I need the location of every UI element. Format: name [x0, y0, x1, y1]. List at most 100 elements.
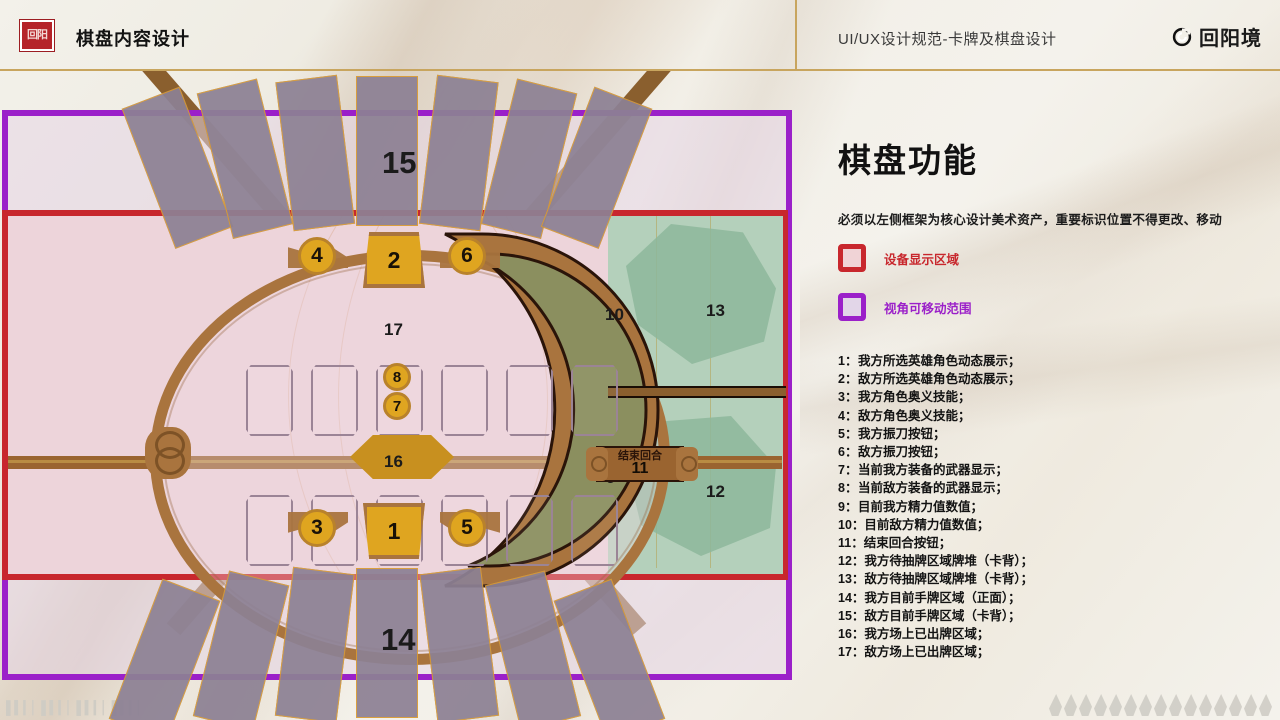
- weapon-display-lens: [350, 435, 454, 479]
- flame-decoration: [1049, 694, 1272, 716]
- card-back: [356, 76, 418, 226]
- hand-card[interactable]: [356, 568, 418, 718]
- note-index: 9：: [838, 499, 858, 514]
- note-item: 4：敌方角色奥义技能；: [838, 407, 1258, 425]
- game-board-mockup: 结束回合 11 2 1 4 6: [0, 70, 795, 720]
- enemy-hand-fan: [121, 74, 660, 249]
- note-item: 9：目前我方精力值数值；: [838, 498, 1258, 516]
- marker-16: 16: [384, 452, 403, 471]
- note-item: 12：我方待抽牌区域牌堆（卡背）；: [838, 552, 1258, 570]
- note-text: 我方所选英雄角色动态展示；: [858, 354, 1021, 368]
- self-blade-button[interactable]: 5: [448, 509, 486, 547]
- enemy-blade-button[interactable]: 6: [448, 237, 486, 275]
- note-text: 我方待抽牌区域牌堆（卡背）；: [864, 554, 1034, 569]
- marker-13: 13: [706, 301, 725, 320]
- card-slot[interactable]: [506, 495, 553, 566]
- enemy-deck-zone[interactable]: [608, 216, 783, 386]
- note-index: 14：: [838, 590, 865, 605]
- note-item: 13：敌方待抽牌区域牌堆（卡背）；: [838, 570, 1258, 588]
- enemy-hero-plate[interactable]: 2: [363, 232, 425, 288]
- note-item: 5：我方振刀按钮；: [838, 425, 1258, 443]
- note-text: 敌方所选英雄角色动态展示；: [858, 372, 1021, 387]
- annotation-note-list: 1：我方所选英雄角色动态展示； 2：敌方所选英雄角色动态展示； 3：我方角色奥义…: [838, 352, 1258, 661]
- marker-14: 14: [381, 622, 416, 657]
- note-index: 12：: [838, 554, 865, 569]
- header-divider-horizontal: [0, 69, 1280, 71]
- card-slot[interactable]: [571, 365, 618, 436]
- spiral-ornament-icon: [145, 427, 191, 479]
- marker-11: 11: [631, 460, 649, 477]
- marker-17: 17: [384, 320, 403, 339]
- card-slot[interactable]: [441, 365, 488, 436]
- note-item: 14：我方目前手牌区域（正面）；: [838, 589, 1258, 607]
- document-subtitle: UI/UX设计规范-卡牌及棋盘设计: [838, 31, 1057, 48]
- legend-swatch-purple: [838, 293, 866, 321]
- end-turn-button[interactable]: 结束回合 11: [596, 446, 684, 482]
- card-slot[interactable]: [311, 365, 358, 436]
- self-hero-plate[interactable]: 1: [363, 503, 425, 559]
- brand-seal-text: 回阳: [27, 29, 48, 41]
- end-turn-knob-left-icon: [586, 447, 608, 481]
- note-text: 敌方角色奥义技能；: [858, 408, 971, 423]
- note-item: 2：敌方所选英雄角色动态展示；: [838, 370, 1258, 388]
- note-text: 我方场上已出牌区域；: [864, 627, 990, 642]
- card-slot[interactable]: [246, 365, 293, 436]
- page-title: 棋盘内容设计: [76, 29, 190, 49]
- end-turn-label: 结束回合: [618, 450, 662, 462]
- marker-10: 10: [605, 305, 624, 324]
- note-text: 目前我方精力值数值；: [858, 499, 984, 514]
- note-text: 敌方场上已出牌区域；: [864, 645, 990, 660]
- legend-item-view-range: 视角可移动范围: [838, 287, 1238, 327]
- info-panel: 棋盘功能 必须以左侧框架为核心设计美术资产，重要标识位置不得更改、移动 设备显示…: [800, 72, 1280, 720]
- enemy-played-slots[interactable]: [246, 365, 618, 436]
- note-text: 当前我方装备的武器显示；: [858, 463, 1009, 478]
- note-index: 6：: [838, 445, 858, 460]
- card-slot[interactable]: [571, 495, 618, 566]
- note-index: 13：: [838, 572, 865, 587]
- card-slot[interactable]: [246, 495, 293, 566]
- brand-lockup: 回阳境: [1172, 22, 1262, 51]
- note-item: 10：目前敌方精力值数值；: [838, 516, 1258, 534]
- note-item: 15：敌方目前手牌区域（卡背）；: [838, 607, 1258, 625]
- note-text: 敌方振刀按钮；: [858, 445, 946, 460]
- note-index: 2：: [838, 372, 858, 387]
- card-slot[interactable]: [506, 365, 553, 436]
- note-item: 8：当前敌方装备的武器显示；: [838, 479, 1258, 497]
- hand-card[interactable]: [192, 570, 290, 720]
- note-index: 5：: [838, 426, 858, 441]
- note-index: 15：: [838, 608, 865, 623]
- note-item: 17：敌方场上已出牌区域；: [838, 643, 1258, 661]
- marker-15: 15: [382, 145, 417, 180]
- header-divider-vertical: [795, 0, 797, 70]
- marker-12: 12: [706, 482, 725, 501]
- enemy-skill-button[interactable]: 4: [298, 237, 336, 275]
- note-index: 3：: [838, 390, 858, 405]
- note-text: 当前敌方装备的武器显示；: [858, 481, 1009, 496]
- self-skill-button[interactable]: 3: [298, 509, 336, 547]
- hand-card[interactable]: [484, 570, 582, 720]
- legend-item-device-area: 设备显示区域: [838, 238, 1238, 278]
- note-index: 17：: [838, 645, 865, 660]
- slide-header: 回阳 棋盘内容设计 UI/UX设计规范-卡牌及棋盘设计 回阳境: [0, 0, 1280, 71]
- note-text: 敌方目前手牌区域（卡背）；: [864, 608, 1021, 623]
- legend-label-view-range: 视角可移动范围: [884, 301, 972, 316]
- note-text: 我方目前手牌区域（正面）；: [864, 590, 1021, 605]
- brand-name: 回阳境: [1199, 28, 1262, 50]
- enemy-weapon-marker[interactable]: 8: [383, 363, 411, 391]
- end-turn-knob-right-icon: [676, 447, 698, 481]
- deck-zone-divider: [608, 386, 786, 398]
- note-index: 8：: [838, 481, 858, 496]
- note-index: 7：: [838, 463, 858, 478]
- self-weapon-marker[interactable]: 7: [383, 392, 411, 420]
- legend-list: 设备显示区域 视角可移动范围: [838, 238, 1238, 336]
- self-hand-fan[interactable]: [108, 566, 666, 720]
- note-text: 敌方待抽牌区域牌堆（卡背）；: [864, 572, 1034, 587]
- note-text: 我方角色奥义技能；: [858, 390, 971, 405]
- note-item: 11：结束回合按钮；: [838, 534, 1258, 552]
- note-index: 16：: [838, 627, 865, 642]
- legend-label-device-area: 设备显示区域: [884, 252, 960, 267]
- panel-title: 棋盘功能: [838, 142, 978, 179]
- note-item: 3：我方角色奥义技能；: [838, 388, 1258, 406]
- note-index: 1：: [838, 354, 858, 368]
